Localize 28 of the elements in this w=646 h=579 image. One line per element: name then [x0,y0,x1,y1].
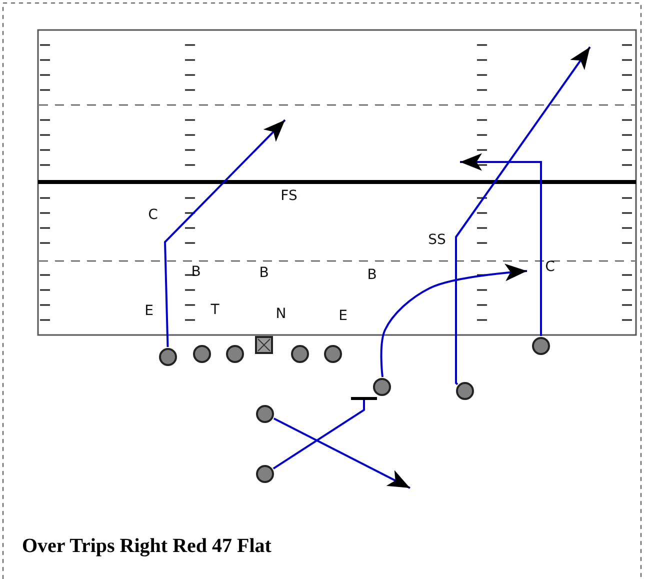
position-label: E [144,304,154,318]
position-label: N [276,307,286,321]
position-label: B [259,266,269,280]
player-circle [532,337,550,355]
center-square [255,336,273,354]
position-label: C [545,260,555,274]
position-label: B [191,265,201,279]
player-circle [291,345,309,363]
player-circle [256,405,274,423]
position-label: E [338,309,348,323]
player-circle [256,465,274,483]
player-circle [456,382,474,400]
position-label: FS [280,189,298,203]
position-label: B [367,268,377,282]
player-circle [193,345,211,363]
play-title: Over Trips Right Red 47 Flat [22,535,272,558]
route-arrow [380,264,528,378]
position-label: T [210,303,220,317]
route-arrow [455,46,591,385]
position-label: C [148,208,158,222]
player-circle [324,345,342,363]
player-circle [226,345,244,363]
position-label: SS [428,233,446,247]
route-arrow [164,119,286,348]
route-arrow [460,153,542,336]
player-circle [373,378,391,396]
route-arrow [273,418,410,489]
player-circle [159,348,177,366]
